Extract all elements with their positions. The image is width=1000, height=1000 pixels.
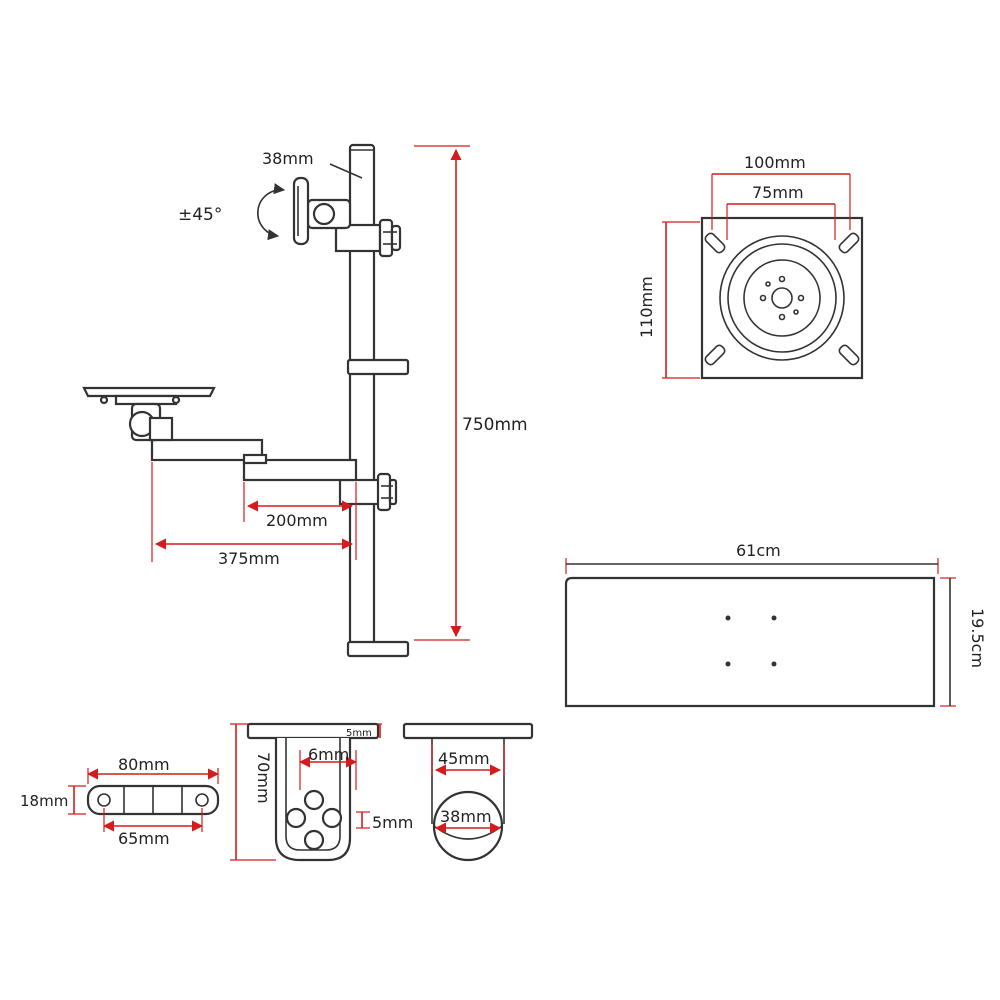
keyboard-shelf: [564, 576, 936, 708]
bracket-view: 80mm 65mm 18mm: [20, 755, 220, 848]
outer-arm: [150, 438, 264, 462]
pole-assembly: [82, 143, 410, 658]
clamp-offset-label: 5mm: [372, 813, 413, 832]
shelf-depth-label: 19.5cm: [968, 608, 987, 668]
tilt-pivot: [312, 202, 336, 226]
arm-knob: [376, 472, 392, 512]
outer-arm-label: 375mm: [218, 549, 280, 568]
clamp-side-view: 45mm 38mm: [402, 722, 534, 862]
pole-clamp-ring: [432, 790, 504, 862]
middle-stop-collar: [346, 358, 410, 376]
vertical-pole: [348, 143, 376, 652]
clamp-gap-label: 45mm: [438, 749, 490, 768]
bottom-collar: [346, 640, 410, 658]
tilt-rotation-arrow: [257, 183, 286, 241]
arm-joint: [242, 453, 268, 465]
bracket-hole-spacing-label: 65mm: [118, 829, 170, 848]
inner-arm: [242, 458, 358, 482]
vesa-plate-view: 100mm 75mm 110mm: [637, 153, 864, 380]
laptop-tray: [82, 386, 216, 398]
side-top-plate: [402, 722, 534, 740]
shelf-view: 61cm 19.5cm: [564, 541, 987, 708]
pole-diameter-label: 38mm: [262, 149, 314, 168]
clamp-hole-label: 6mm: [308, 745, 349, 764]
bracket-length-label: 80mm: [118, 755, 170, 774]
clamp-top-thickness-label: 5mm: [346, 728, 372, 739]
pole-dimensions: 38mm ±45° 750mm 200mm 375mm: [151, 145, 528, 641]
vesa-plate-side: [292, 176, 310, 246]
clamp-pole-label: 38mm: [440, 807, 492, 826]
plate-height-label: 110mm: [637, 276, 656, 338]
upper-knob: [378, 218, 394, 258]
pole-height-label: 750mm: [462, 415, 528, 435]
bracket-height-label: 18mm: [20, 792, 68, 810]
clamp-front-view: 70mm 5mm 6mm 5mm: [230, 722, 413, 862]
vesa-plate: [700, 216, 864, 380]
tilt-angle-label: ±45°: [178, 205, 222, 225]
vesa-inner-label: 75mm: [752, 183, 804, 202]
clamp-height-label: 70mm: [254, 752, 273, 804]
vesa-outer-label: 100mm: [744, 153, 806, 172]
shelf-width-label: 61cm: [736, 541, 781, 560]
tray-mount: [114, 394, 178, 406]
inner-arm-label: 200mm: [266, 511, 328, 530]
